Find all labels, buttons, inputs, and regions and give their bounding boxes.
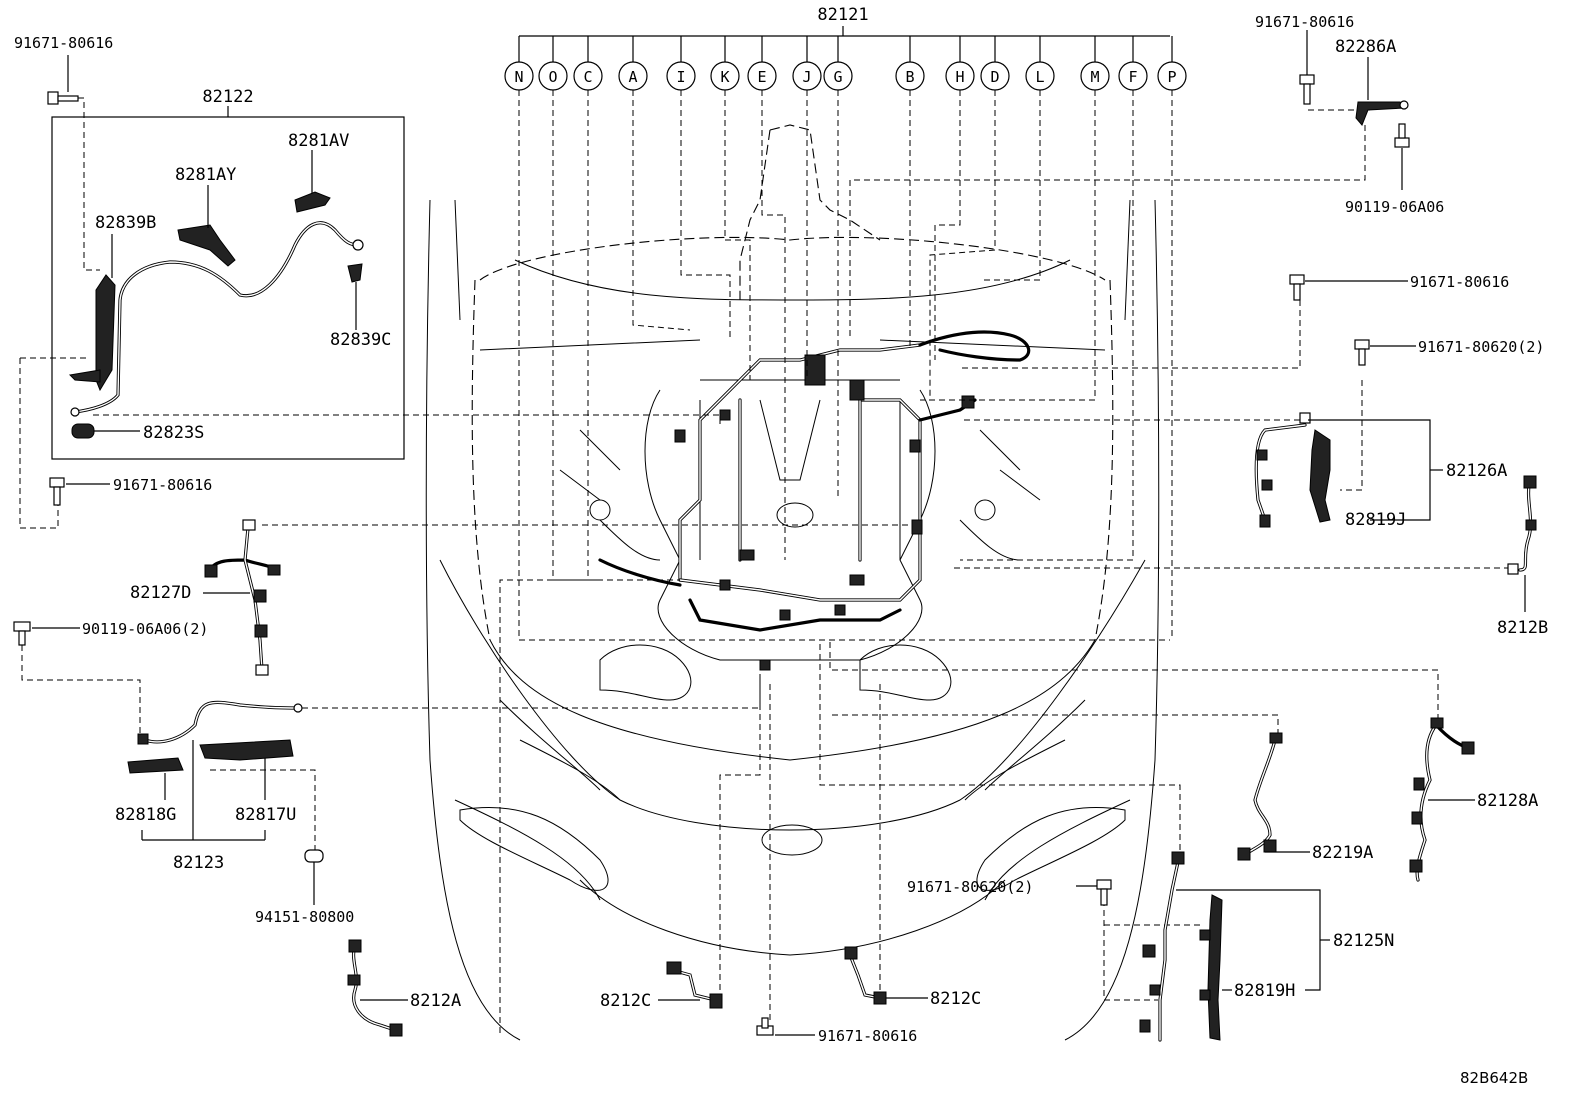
label-8212C-right: 8212C: [930, 989, 981, 1009]
bolt-icon: [1289, 274, 1305, 301]
callout-letter-E: E: [757, 68, 766, 86]
part-82125N: 82125N 82819H: [1139, 851, 1394, 1042]
callout-letter-H: H: [955, 68, 964, 86]
bolt-icon: [47, 91, 79, 105]
vehicle-outline: [425, 124, 1160, 1041]
label-8281AY: 8281AY: [175, 165, 236, 185]
callout-letter-F: F: [1128, 68, 1137, 86]
part-8212A: 8212A: [347, 939, 461, 1037]
callout-letter-M: M: [1090, 68, 1099, 86]
label-bolt-left-mid: 91671-80616: [113, 476, 212, 494]
bolt-icon: [1096, 879, 1112, 906]
part-8212C-left: 8212C: [600, 961, 723, 1011]
label-82219A: 82219A: [1312, 843, 1373, 863]
label-82823S: 82823S: [143, 423, 204, 443]
callout-letter-A: A: [628, 68, 637, 86]
label-82286A: 82286A: [1335, 37, 1396, 57]
label-82123: 82123: [173, 853, 224, 873]
bolt-icon: [1299, 74, 1315, 105]
label-bolt-right-90119: 90119-06A06: [1345, 198, 1444, 216]
label-82122: 82122: [202, 87, 253, 107]
callout-letter-L: L: [1035, 68, 1044, 86]
label-bolt-right-two: 91671-80620(2): [1418, 338, 1544, 356]
label-82819J: 82819J: [1345, 510, 1406, 530]
label-82127D: 82127D: [130, 583, 191, 603]
callout-letter-D: D: [990, 68, 999, 86]
drawing-code: 82B642B: [1460, 1069, 1528, 1087]
bolt-icon: [756, 1017, 774, 1036]
callout-letter-P: P: [1167, 68, 1176, 86]
label-82817U: 82817U: [235, 805, 296, 825]
label-82839B: 82839B: [95, 213, 156, 233]
callout-letter-K: K: [720, 68, 729, 86]
label-82126A: 82126A: [1446, 461, 1507, 481]
label-bolt-lower-right: 91671-80620(2): [907, 878, 1033, 896]
label-8212B: 8212B: [1497, 618, 1548, 638]
label-bolt-bottom-center: 91671-80616: [818, 1027, 917, 1045]
label-bolt-right-upper: 91671-80616: [1410, 273, 1509, 291]
callout-letter-G: G: [833, 68, 842, 86]
label-bolt-left-90119: 90119-06A06(2): [82, 620, 208, 638]
part-8212C-right: 8212C: [844, 946, 981, 1009]
callout-letter-B: B: [905, 68, 914, 86]
label-clip-94151: 94151-80800: [255, 908, 354, 926]
main-harness-82121: [598, 330, 1031, 671]
part-82128A: 82128A: [1409, 717, 1538, 882]
label-82819H: 82819H: [1234, 981, 1295, 1001]
callout-letter-O: O: [548, 68, 557, 86]
bolt-icon: [1394, 123, 1410, 148]
label-82125N: 82125N: [1333, 931, 1394, 951]
label-82839C: 82839C: [330, 330, 391, 350]
bolt-icons: 91671-80616 91671-80616 90119-06A06(2) 9…: [13, 13, 1544, 1045]
main-part-label: 82121: [817, 5, 868, 25]
part-82126A: 82126A 82819J: [1254, 412, 1507, 530]
label-82818G: 82818G: [115, 805, 176, 825]
label-8212A: 8212A: [410, 991, 461, 1011]
callout-letter-J: J: [802, 68, 811, 86]
part-82127D: 82127D: [130, 519, 281, 676]
assembly-82122: 82122 82823S 8281AV 8281AY 82839B 82839C: [51, 87, 405, 460]
clip-icon: [304, 849, 324, 863]
label-bolt-top-left: 91671-80616: [14, 34, 113, 52]
bolt-icon: [49, 477, 65, 506]
leader-lines: [19, 90, 1510, 1033]
callout-letter-C: C: [583, 68, 592, 86]
part-82219A: 82219A: [1237, 732, 1373, 863]
bolt-icon: [13, 621, 31, 646]
label-8281AV: 8281AV: [288, 131, 349, 151]
label-bolt-top-right: 91671-80616: [1255, 13, 1354, 31]
callout-letter-N: N: [514, 68, 523, 86]
part-82123: 82818G 82817U 82123: [115, 700, 303, 873]
bolt-icon: [1354, 339, 1370, 366]
part-82286A: 82286A: [1335, 37, 1409, 126]
part-8212B: 8212B: [1497, 475, 1548, 638]
label-82128A: 82128A: [1477, 791, 1538, 811]
label-8212C-left: 8212C: [600, 991, 651, 1011]
reference-callouts: 82121 N O C A I K E J G B H D L M F P: [504, 5, 1187, 91]
callout-letter-I: I: [676, 68, 685, 86]
